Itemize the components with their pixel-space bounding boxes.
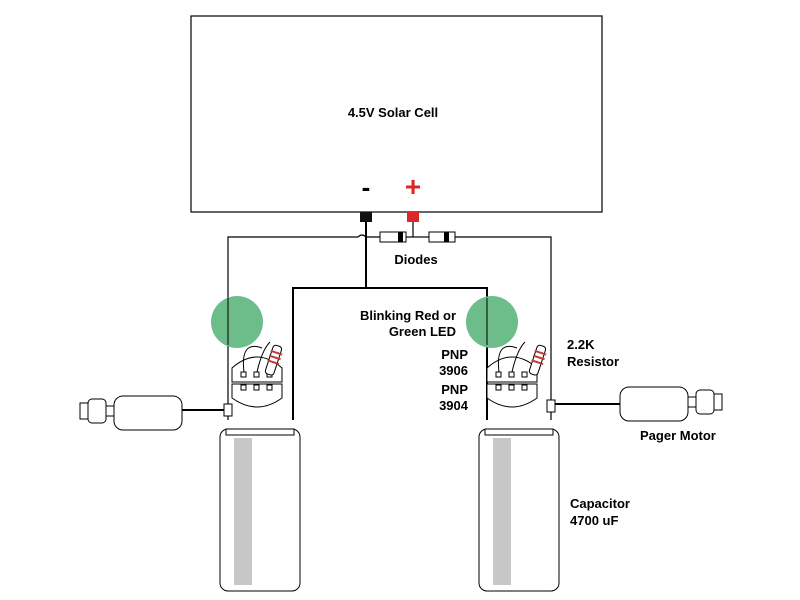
diodes-label: Diodes	[394, 252, 437, 267]
wire-center-bus	[292, 287, 488, 420]
pnp-b-label-line2: 3904	[439, 398, 469, 413]
negative-terminal	[360, 212, 372, 222]
led-right	[466, 296, 518, 348]
diode-left	[379, 231, 420, 243]
positive-terminal	[407, 212, 419, 222]
capacitor-label-line2: 4700 uF	[570, 513, 618, 528]
capacitor-right	[478, 428, 560, 592]
solar-cell-label: 4.5V Solar Cell	[348, 105, 438, 120]
solar-cell: 4.5V Solar Cell - +	[190, 15, 603, 222]
resistor-left	[264, 344, 283, 376]
led-label-line1: Blinking Red or	[360, 308, 456, 323]
resistor-label-line2: Resistor	[567, 354, 619, 369]
resistor-right	[528, 344, 547, 376]
pager-motor-label: Pager Motor	[640, 428, 716, 443]
pnp-a-label-line1: PNP	[441, 347, 468, 362]
pager-motor-right	[546, 386, 723, 422]
capacitor-left	[219, 428, 301, 592]
resistor-label-line1: 2.2K	[567, 337, 595, 352]
led-label-line2: Green LED	[389, 324, 456, 339]
pnp-a-label-line2: 3906	[439, 363, 468, 378]
transistors-right	[486, 341, 538, 408]
positive-terminal-sign: +	[405, 171, 421, 202]
diode-right	[420, 231, 456, 243]
pnp-b-label-line1: PNP	[441, 382, 468, 397]
led-left	[211, 296, 263, 348]
wire-top-right	[455, 236, 552, 300]
pager-motor-left	[79, 395, 233, 431]
capacitor-label-line1: Capacitor	[570, 496, 630, 511]
negative-terminal-sign: -	[362, 172, 371, 202]
